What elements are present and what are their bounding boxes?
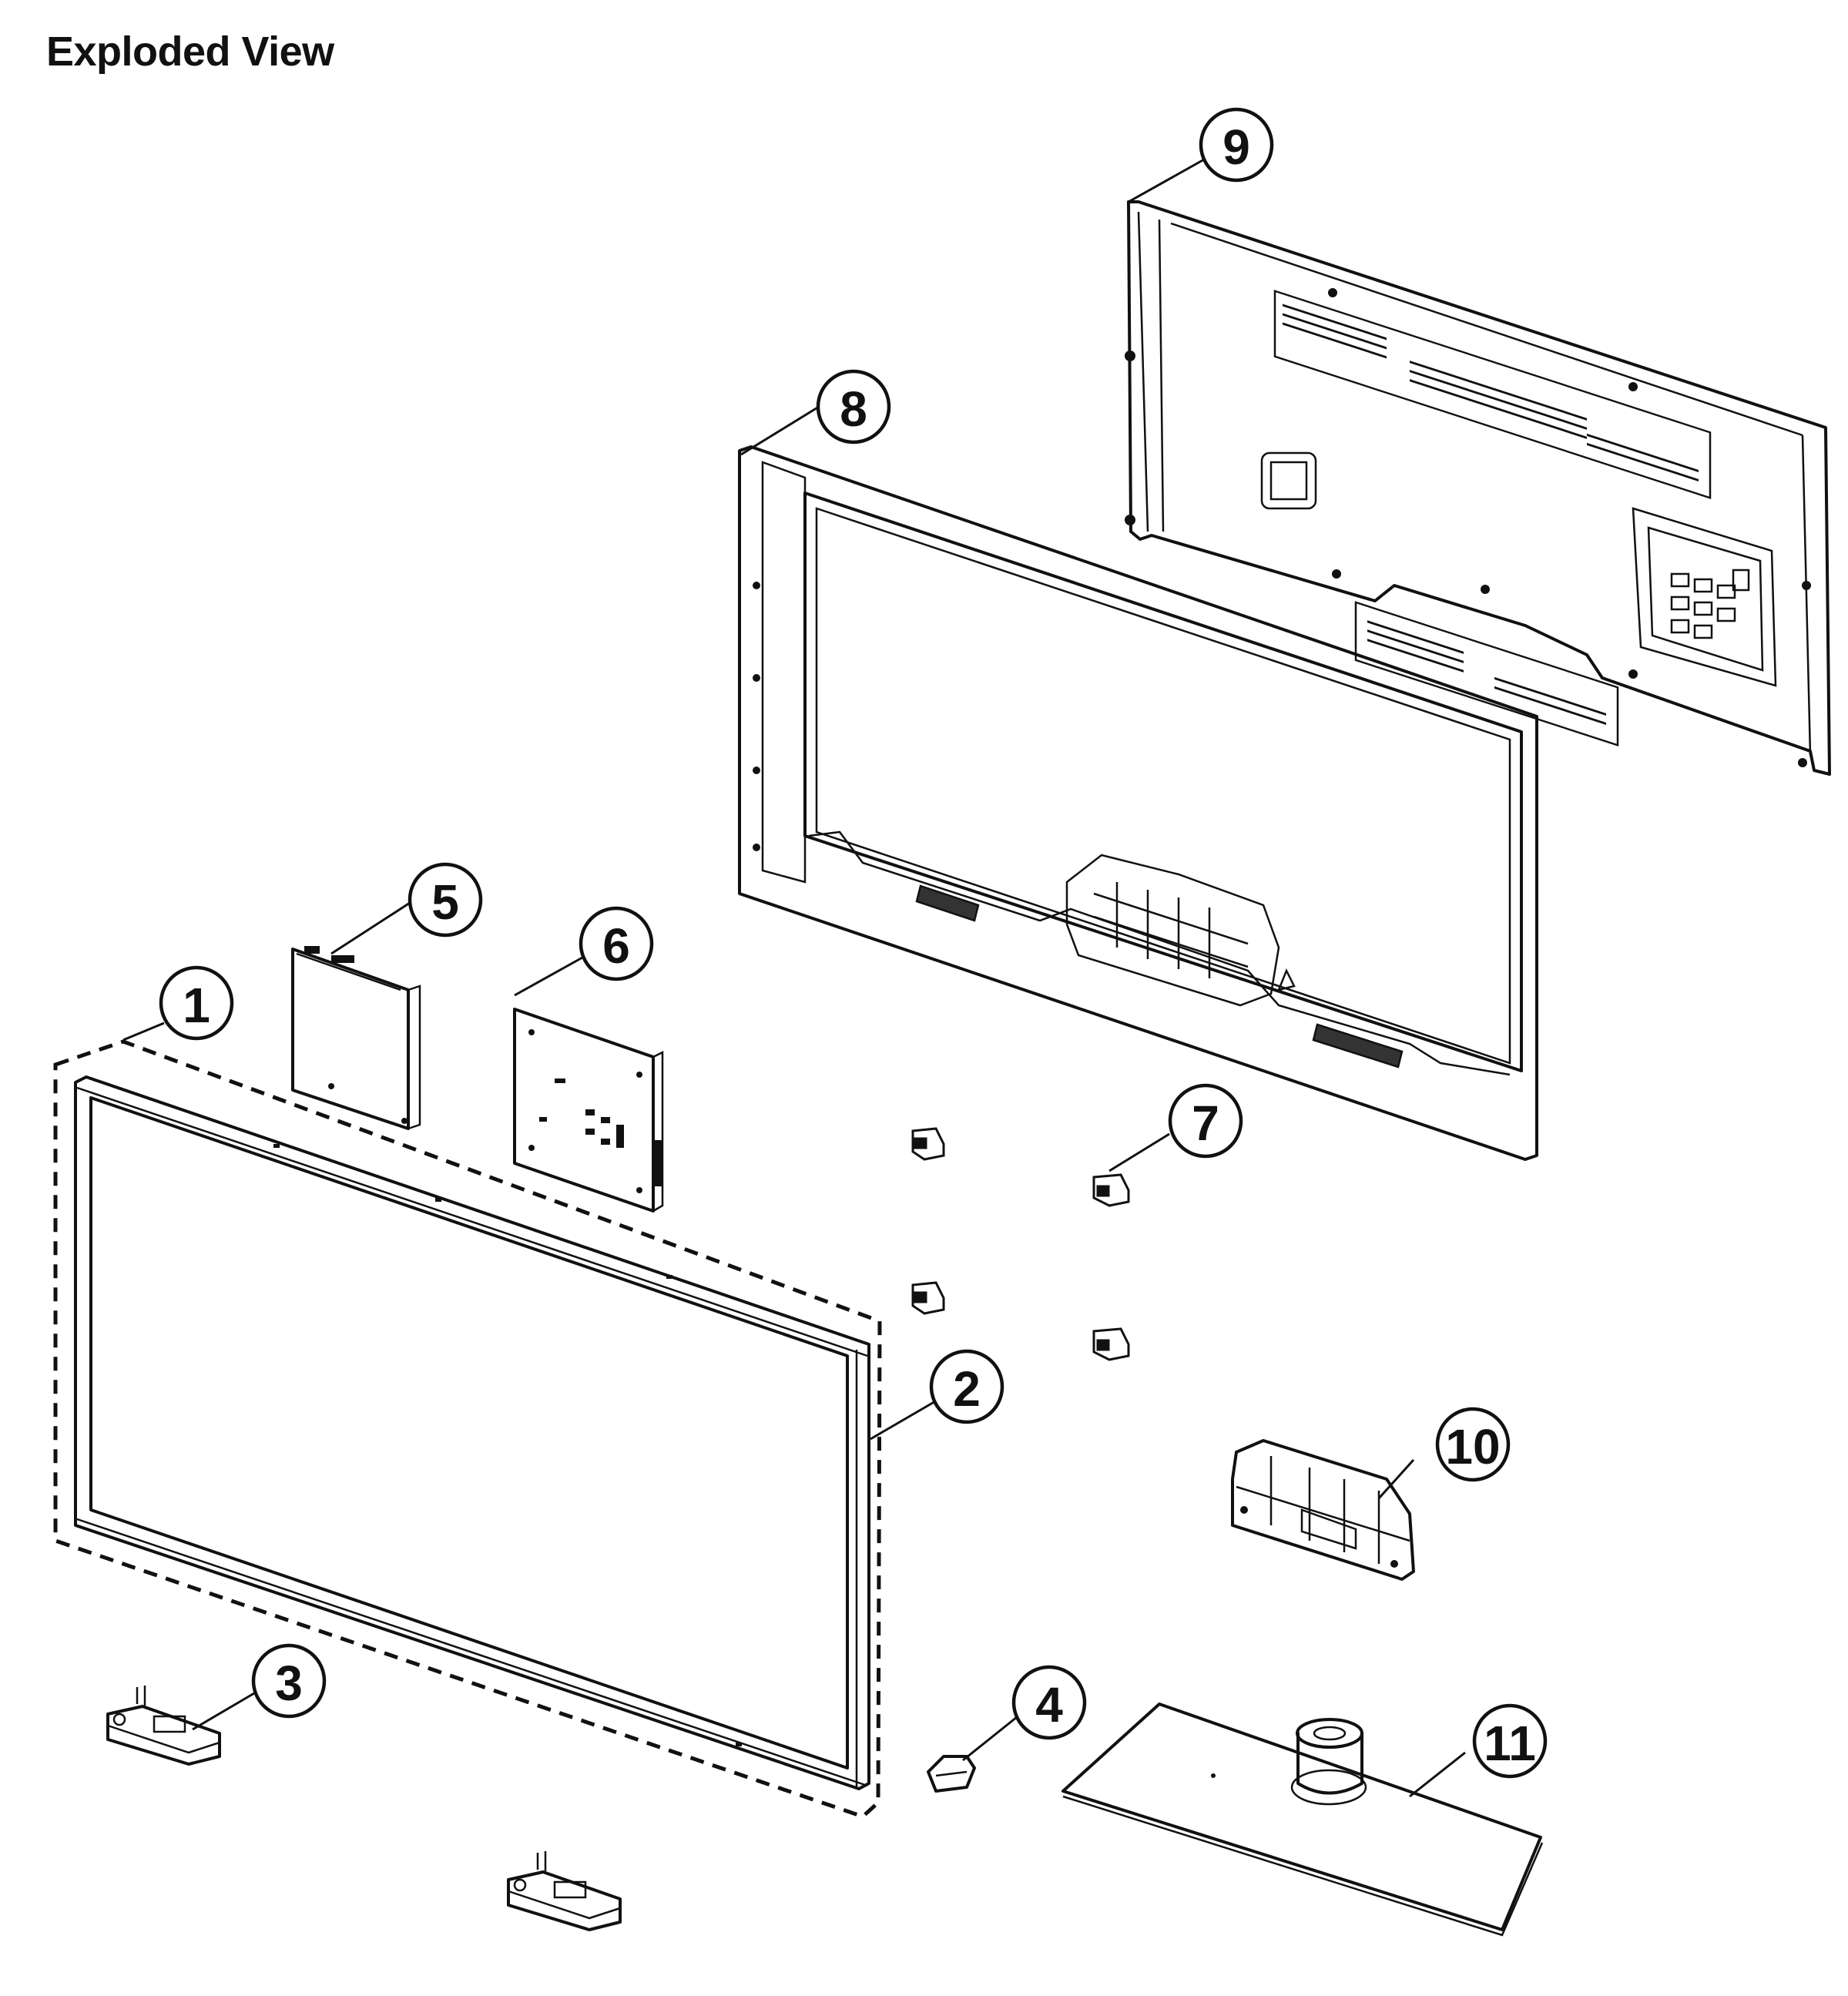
callout-8: 8 bbox=[816, 369, 891, 444]
callout-11-label: 11 bbox=[1484, 1716, 1536, 1771]
callout-9-label: 9 bbox=[1222, 119, 1250, 175]
callout-7: 7 bbox=[1168, 1083, 1243, 1159]
callout-4-label: 4 bbox=[1035, 1677, 1063, 1733]
main-board bbox=[513, 1008, 664, 1213]
middle-frame bbox=[738, 445, 1538, 1161]
callout-3-label: 3 bbox=[275, 1656, 303, 1711]
stand-base bbox=[1062, 1702, 1544, 1937]
callout-7-label: 7 bbox=[1192, 1095, 1219, 1151]
front-bezel bbox=[74, 1075, 870, 1790]
callout-6-label: 6 bbox=[602, 918, 630, 974]
callout-4: 4 bbox=[1011, 1665, 1087, 1740]
callout-2-label: 2 bbox=[953, 1361, 981, 1417]
callout-8-label: 8 bbox=[840, 381, 867, 437]
callout-10: 10 bbox=[1435, 1407, 1511, 1482]
callout-9: 9 bbox=[1199, 107, 1274, 183]
ir-sensor-board bbox=[927, 1755, 976, 1793]
panel-assembly-dashed-outline bbox=[53, 1039, 882, 1819]
panel-brackets bbox=[911, 1127, 1130, 1361]
stand-neck-guide bbox=[1231, 1439, 1415, 1581]
callout-1-label: 1 bbox=[183, 978, 210, 1033]
callout-10-label: 10 bbox=[1445, 1419, 1500, 1474]
leader-lines bbox=[122, 154, 1466, 1798]
speaker-bracket-2 bbox=[507, 1851, 622, 1931]
callout-3: 3 bbox=[251, 1643, 327, 1719]
callout-2: 2 bbox=[929, 1349, 1004, 1424]
callout-11: 11 bbox=[1472, 1703, 1548, 1779]
callout-6: 6 bbox=[579, 906, 654, 981]
callout-5: 5 bbox=[407, 862, 483, 938]
page-title: Exploded View bbox=[46, 29, 334, 75]
rear-cover bbox=[1125, 200, 1831, 776]
callout-5-label: 5 bbox=[431, 874, 459, 930]
speaker-bracket bbox=[106, 1686, 221, 1766]
power-supply-board bbox=[291, 946, 421, 1130]
callout-1: 1 bbox=[159, 965, 234, 1041]
